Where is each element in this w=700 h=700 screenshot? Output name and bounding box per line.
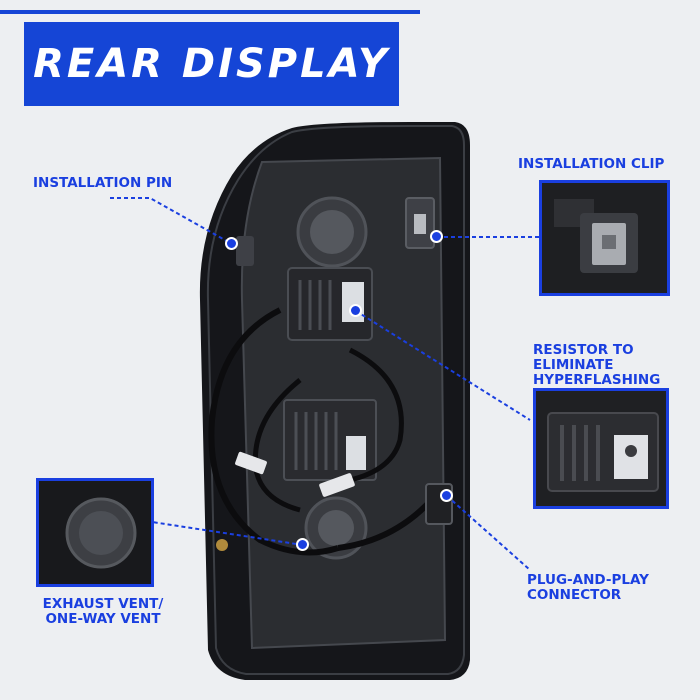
installation-clip-label: INSTALLATION CLIP bbox=[518, 156, 665, 172]
resistor-closeup-image bbox=[536, 391, 666, 506]
clip-closeup-image bbox=[542, 183, 667, 293]
resistor-label: RESISTOR TO ELIMINATE HYPERFLASHING bbox=[533, 343, 660, 388]
installation-pin-marker bbox=[225, 237, 238, 250]
vent-closeup-image bbox=[39, 481, 151, 584]
exhaust-vent-thumbnail bbox=[36, 478, 154, 587]
resistor-marker bbox=[349, 304, 362, 317]
exhaust-vent-label-line-1: EXHAUST VENT/ bbox=[42, 596, 164, 612]
connector-label: PLUG-AND-PLAY CONNECTOR bbox=[527, 573, 649, 603]
connector-label-line-2: CONNECTOR bbox=[527, 587, 622, 603]
connector-label-line-1: PLUG-AND-PLAY bbox=[527, 572, 649, 588]
exhaust-vent-marker bbox=[296, 538, 309, 551]
banner-accent-line bbox=[0, 10, 420, 14]
connector-marker bbox=[440, 489, 453, 502]
exhaust-vent-label: EXHAUST VENT/ ONE-WAY VENT bbox=[36, 597, 170, 627]
resistor-label-line-2: ELIMINATE bbox=[533, 357, 614, 373]
resistor-thumbnail bbox=[533, 388, 669, 509]
page-title: REAR DISPLAY bbox=[33, 41, 390, 87]
resistor-label-line-1: RESISTOR TO bbox=[533, 342, 634, 358]
exhaust-vent-label-line-2: ONE-WAY VENT bbox=[45, 611, 161, 627]
installation-clip-thumbnail bbox=[539, 180, 670, 296]
installation-pin-label: INSTALLATION PIN bbox=[33, 175, 173, 191]
resistor-label-line-3: HYPERFLASHING bbox=[533, 372, 661, 388]
banner-background bbox=[24, 22, 399, 106]
installation-clip-marker bbox=[430, 230, 443, 243]
